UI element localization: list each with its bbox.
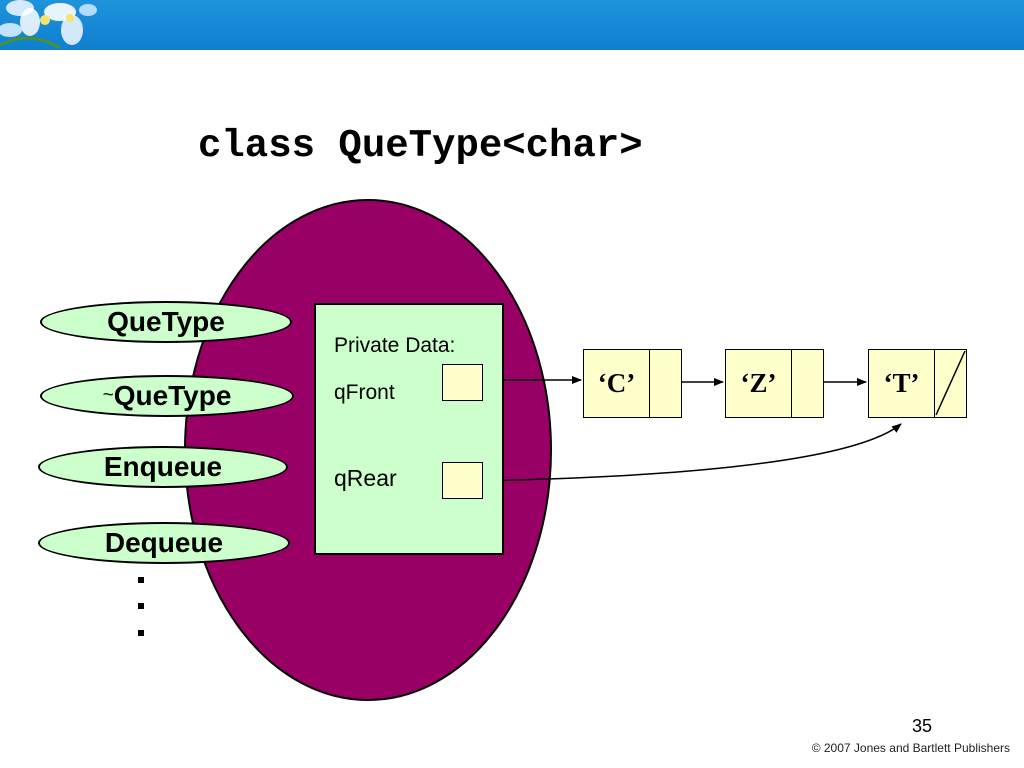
method-dequeue: Dequeue (38, 522, 290, 564)
method-label: Dequeue (104, 527, 224, 558)
node-divider (934, 350, 935, 417)
rear-to-t-arrow (464, 423, 902, 482)
page-number: 35 (912, 716, 933, 736)
ellipsis-dot (138, 603, 144, 609)
qrear-label: qRear (334, 465, 397, 491)
qfront-label: qFront (334, 381, 395, 404)
flower-decoration-icon (0, 0, 97, 50)
node-t: ‘T’ (868, 349, 967, 418)
method-label: QueType (113, 380, 232, 411)
private-data-box: Private Data: qFront qRear (314, 303, 504, 555)
node-c: ‘C’ (583, 349, 682, 418)
qfront-pointer-field (442, 364, 483, 401)
node-info: ‘Z’ (740, 367, 777, 398)
ellipsis-dot (138, 577, 144, 583)
method-enqueue: Enqueue (38, 446, 288, 488)
null-slash-icon (935, 350, 966, 416)
copyright-notice: © 2007 Jones and Bartlett Publishers (811, 741, 1010, 755)
header-banner (0, 0, 1024, 50)
node-divider (649, 350, 650, 417)
node-z: ‘Z’ (725, 349, 824, 418)
private-data-heading: Private Data: (334, 334, 456, 357)
node-divider (791, 350, 792, 417)
tilde-symbol: ~ (102, 385, 114, 406)
qrear-pointer-field (442, 462, 483, 499)
method-label: QueType (107, 306, 225, 337)
method-label: Enqueue (103, 451, 223, 482)
method-destructor: ~ QueType (40, 375, 294, 417)
method-quetype: QueType (40, 301, 292, 343)
slide-title: class QueType<char> (198, 124, 643, 168)
ellipsis-dot (138, 630, 144, 636)
node-info: ‘T’ (883, 367, 920, 398)
node-info: ‘C’ (597, 367, 636, 398)
